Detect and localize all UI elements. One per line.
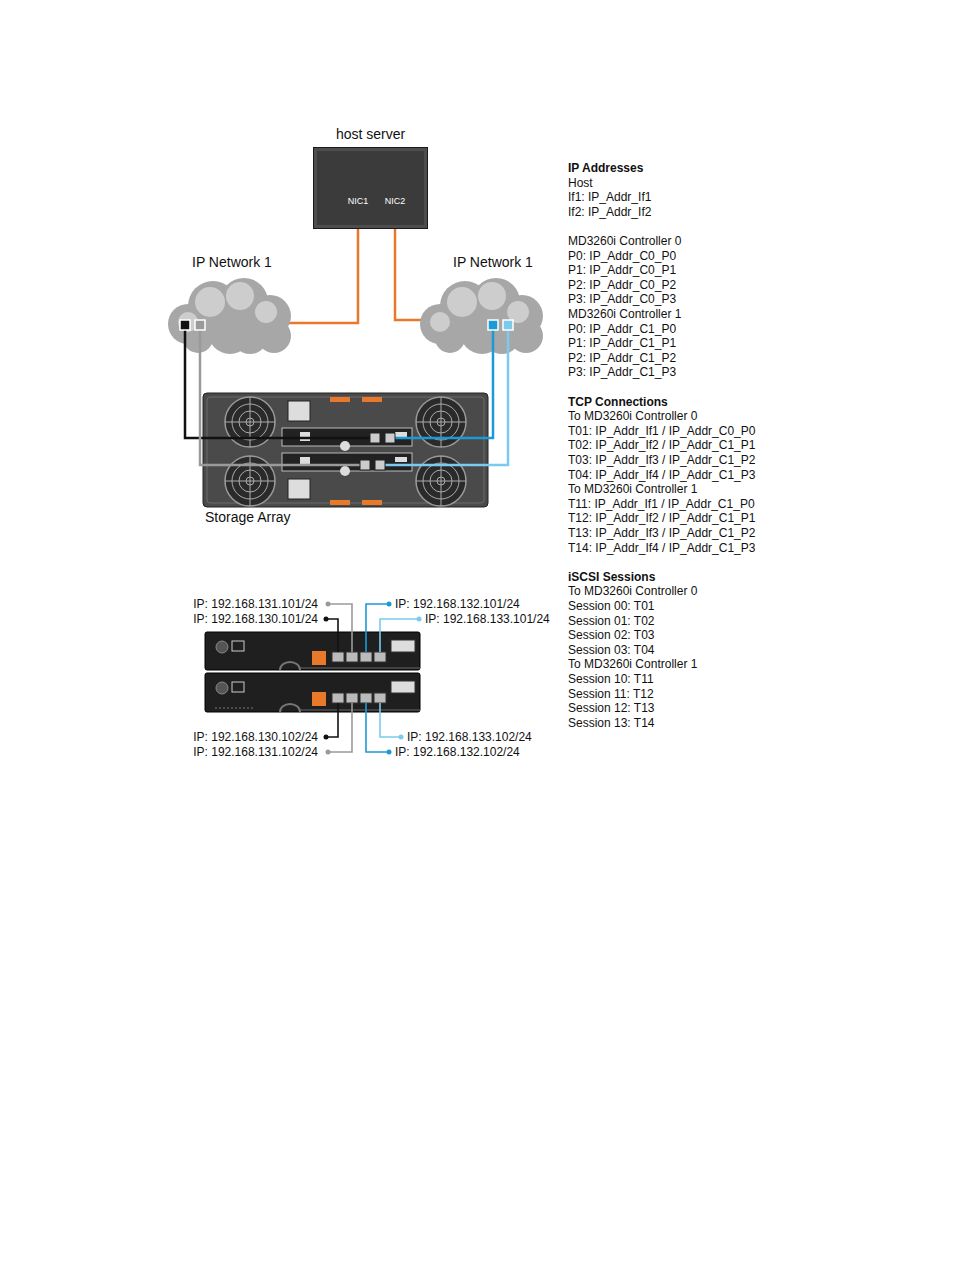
network-cloud: IP Network 1 xyxy=(410,252,555,358)
address-entry: To MD3260i Controller 0 xyxy=(568,409,697,423)
ip-label: IP: 192.168.130.102/24 xyxy=(193,730,318,744)
node-text: IP Network 1 xyxy=(192,253,272,271)
ip-label: IP: 192.168.131.102/24 xyxy=(193,745,318,759)
host-server-box: host serverNIC1NIC2 xyxy=(313,147,428,229)
address-entry: Session 10: T11 xyxy=(568,672,654,686)
address-entry: P2: IP_Addr_C0_P2 xyxy=(568,278,676,292)
ip-label: IP: 192.168.133.101/24 xyxy=(425,612,550,626)
address-entry: Session 13: T14 xyxy=(568,716,655,730)
address-entry: To MD3260i Controller 0 xyxy=(568,584,697,598)
network-cable xyxy=(488,358,508,465)
address-entry: T03: IP_Addr_If3 / IP_Addr_C1_P2 xyxy=(568,453,755,467)
node-text: NIC1 xyxy=(339,194,377,208)
node-text: IP Network 1 xyxy=(453,253,533,271)
address-entry: T04: IP_Addr_If4 / IP_Addr_C1_P3 xyxy=(568,468,755,482)
address-entry: Session 00: T01 xyxy=(568,599,655,613)
address-entry: P2: IP_Addr_C1_P2 xyxy=(568,351,676,365)
address-entry: MD3260i Controller 0 xyxy=(568,234,681,248)
section-heading: TCP Connections xyxy=(568,395,668,409)
leader-line xyxy=(326,604,419,752)
address-entry: P1: IP_Addr_C1_P1 xyxy=(568,336,676,350)
address-entry: To MD3260i Controller 1 xyxy=(568,657,697,671)
address-entry: P3: IP_Addr_C0_P3 xyxy=(568,292,676,306)
address-entry: To MD3260i Controller 1 xyxy=(568,482,697,496)
network-cable xyxy=(488,358,493,438)
nic-port: NIC1 xyxy=(339,194,377,208)
address-entry: P3: IP_Addr_C1_P3 xyxy=(568,365,676,379)
address-entry: P1: IP_Addr_C0_P1 xyxy=(568,263,676,277)
address-entry: If2: IP_Addr_If2 xyxy=(568,205,651,219)
network-cable xyxy=(200,358,203,465)
ip-label: IP: 192.168.131.101/24 xyxy=(193,597,318,611)
node-text: NIC2 xyxy=(376,194,414,208)
cable-run xyxy=(203,438,488,465)
address-entry: P0: IP_Addr_C0_P0 xyxy=(568,249,676,263)
nic-port: NIC2 xyxy=(376,194,414,208)
ip-label: IP: 192.168.132.102/24 xyxy=(395,745,520,759)
network-cloud: IP Network 1 xyxy=(158,252,303,358)
ip-label: IP: 192.168.130.101/24 xyxy=(193,612,318,626)
address-entry: P0: IP_Addr_C1_P0 xyxy=(568,322,676,336)
address-entry: T14: IP_Addr_If4 / IP_Addr_C1_P3 xyxy=(568,541,755,555)
address-entry: T01: IP_Addr_If1 / IP_Addr_C0_P0 xyxy=(568,424,755,438)
node-text: Storage Array xyxy=(205,508,291,526)
address-entry: Session 11: T12 xyxy=(568,687,654,701)
address-entry: T02: IP_Addr_If2 / IP_Addr_C1_P1 xyxy=(568,438,755,452)
port xyxy=(360,433,395,470)
section-heading: IP Addresses xyxy=(568,161,643,175)
address-entry: Session 01: T02 xyxy=(568,614,655,628)
ip-label: IP: 192.168.132.101/24 xyxy=(395,597,520,611)
address-entry: Host xyxy=(568,176,593,190)
section-heading: iSCSI Sessions xyxy=(568,570,655,584)
address-entry: T13: IP_Addr_If3 / IP_Addr_C1_P2 xyxy=(568,526,755,540)
address-entry: T11: IP_Addr_If1 / IP_Addr_C1_P0 xyxy=(568,497,755,511)
node-text: host server xyxy=(314,125,427,143)
storage-array-body xyxy=(203,393,488,507)
ip-label: IP: 192.168.133.102/24 xyxy=(407,730,532,744)
controller-module xyxy=(205,632,420,712)
address-entry: MD3260i Controller 1 xyxy=(568,307,681,321)
leader-dot xyxy=(324,602,422,755)
address-entry: Session 12: T13 xyxy=(568,701,655,715)
address-entry: Session 02: T03 xyxy=(568,628,655,642)
address-entry: T12: IP_Addr_If2 / IP_Addr_C1_P1 xyxy=(568,511,755,525)
storage-array: Storage Array xyxy=(203,393,488,533)
address-entry: Session 03: T04 xyxy=(568,643,655,657)
address-entry: If1: IP_Addr_If1 xyxy=(568,190,651,204)
